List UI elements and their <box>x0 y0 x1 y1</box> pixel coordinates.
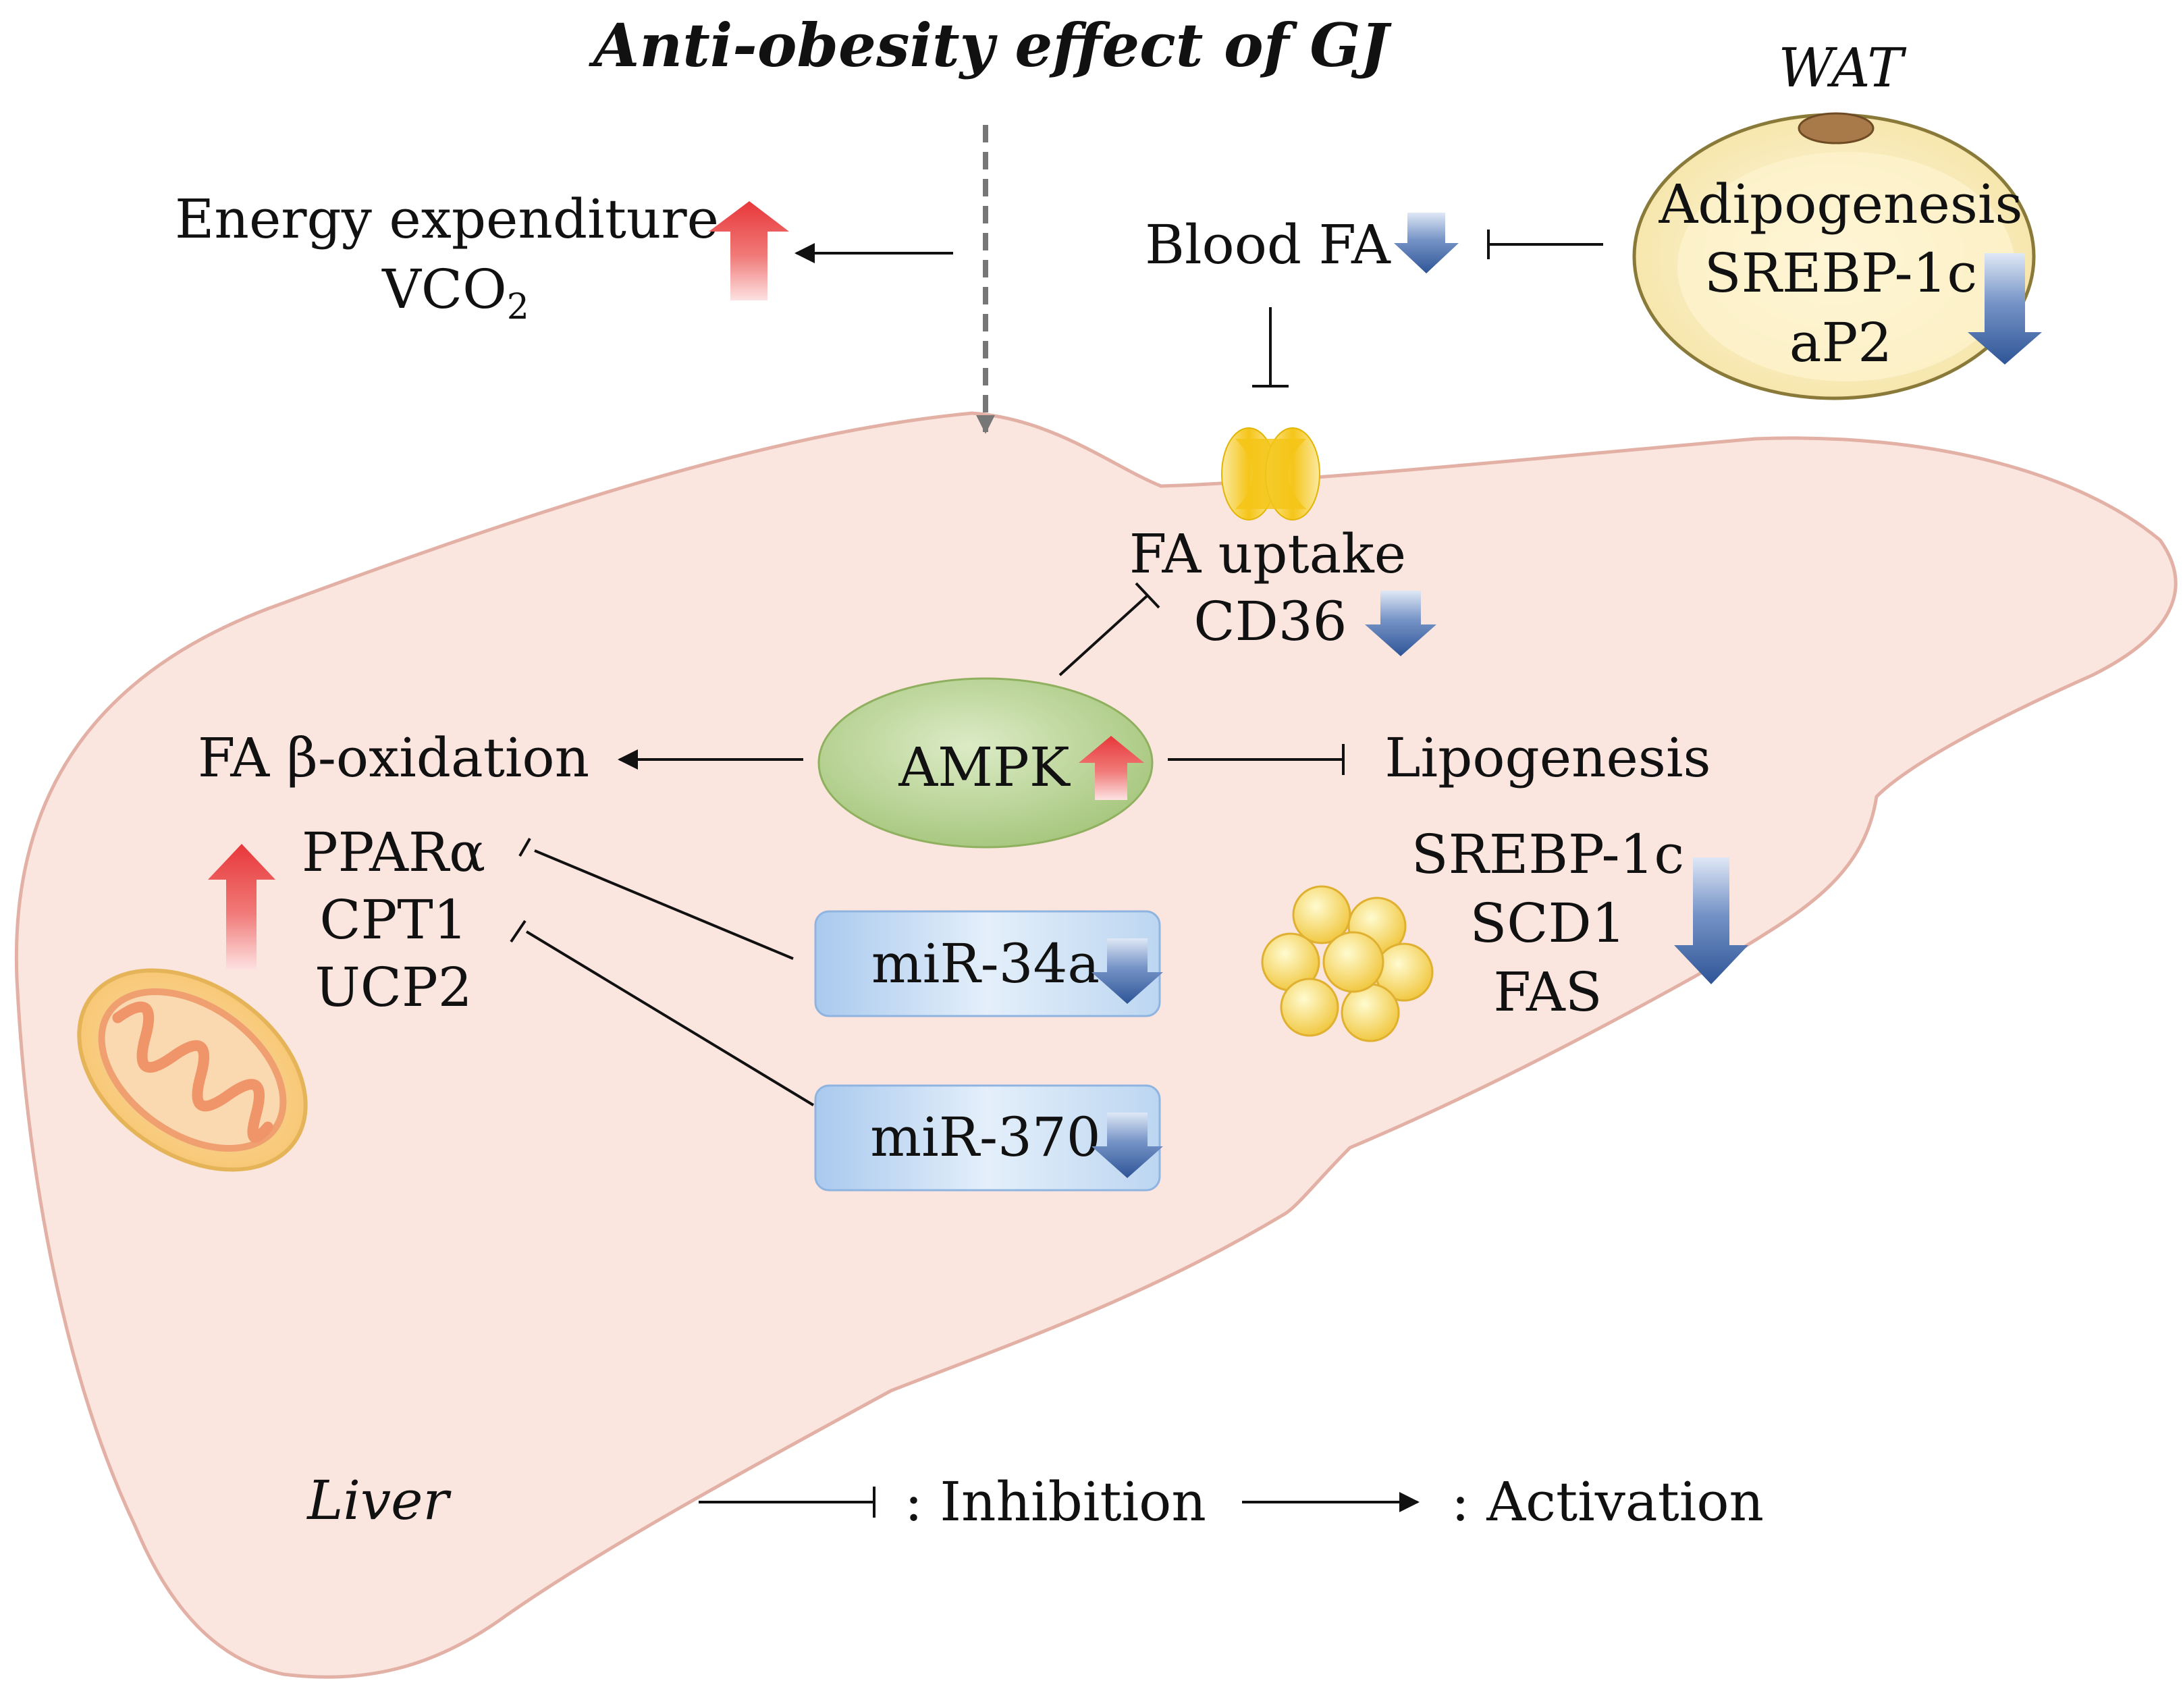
fa-beta-oxidation-label: FA β-oxidation <box>198 726 589 789</box>
legend-inhibition-symbol <box>699 1487 875 1518</box>
ampk-up-arrow-icon <box>1079 736 1144 800</box>
mir34a-down-arrow-icon <box>1092 938 1163 1004</box>
ampk-inhibits-uptake <box>1058 582 1160 676</box>
lipo-srebp1c-label: SREBP-1c <box>1411 823 1684 886</box>
mir34a-label: miR-34a <box>871 932 1100 995</box>
ucp2-label: UCP2 <box>315 956 472 1019</box>
beta-ox-up-arrow-icon <box>208 844 275 970</box>
wat-srebp1c-label: SREBP-1c <box>1704 242 1977 304</box>
mir370-box <box>814 1084 1161 1192</box>
blood-fa-label: Blood FA <box>1145 213 1391 276</box>
ampk-node <box>817 677 1154 849</box>
scd1-label: SCD1 <box>1470 892 1625 955</box>
lipogenesis-down-arrow-icon <box>1674 857 1748 984</box>
wat-down-arrow-icon <box>1968 253 2042 365</box>
mir370-down-arrow-icon <box>1092 1113 1163 1178</box>
fa-transporter-icon <box>1221 427 1320 521</box>
lipogenesis-label: Lipogenesis <box>1384 726 1710 789</box>
lipid-droplets-icon <box>1261 885 1434 1042</box>
ampk-inhibits-lipogenesis <box>1168 744 1345 775</box>
legend: : Inhibition : Activation <box>699 1470 1764 1533</box>
wat-ap2-label: aP2 <box>1789 311 1892 374</box>
wat-adipocyte <box>1632 112 2036 400</box>
legend-activation-label: : Activation <box>1451 1470 1764 1533</box>
mir370-inhibits-cpt1 <box>510 919 815 1106</box>
mitochondrion-icon <box>77 968 308 1172</box>
ppara-label: PPARα <box>302 821 485 884</box>
wat-label: WAT <box>1779 36 1908 99</box>
energy-expenditure-label: Energy expenditure <box>175 188 719 250</box>
cd36-label: CD36 <box>1193 590 1347 653</box>
fas-label: FAS <box>1493 961 1602 1023</box>
fa-uptake-label: FA uptake <box>1129 523 1406 585</box>
mir34a-inhibits-ppara <box>518 838 794 960</box>
liver-label: Liver <box>306 1469 452 1532</box>
diagram-title: Anti-obesity effect of GJ <box>589 10 1392 80</box>
wat-inhibits-blood-fa <box>1487 230 1603 259</box>
energy-up-arrow-icon <box>709 201 789 300</box>
legend-inhibition-label: : Inhibition <box>905 1470 1206 1533</box>
cpt1-label: CPT1 <box>319 888 467 951</box>
vco2-label: VCO2 <box>381 258 529 327</box>
blood-fa-inhibits-uptake <box>1252 307 1289 388</box>
ampk-label: AMPK <box>898 736 1071 799</box>
blood-fa-down-arrow-icon <box>1394 213 1459 273</box>
wat-adipogenesis-label: Adipogenesis <box>1658 173 2022 236</box>
mir370-label: miR-370 <box>870 1106 1100 1169</box>
mir34a-box <box>814 910 1161 1017</box>
cd36-down-arrow-icon <box>1365 591 1436 656</box>
